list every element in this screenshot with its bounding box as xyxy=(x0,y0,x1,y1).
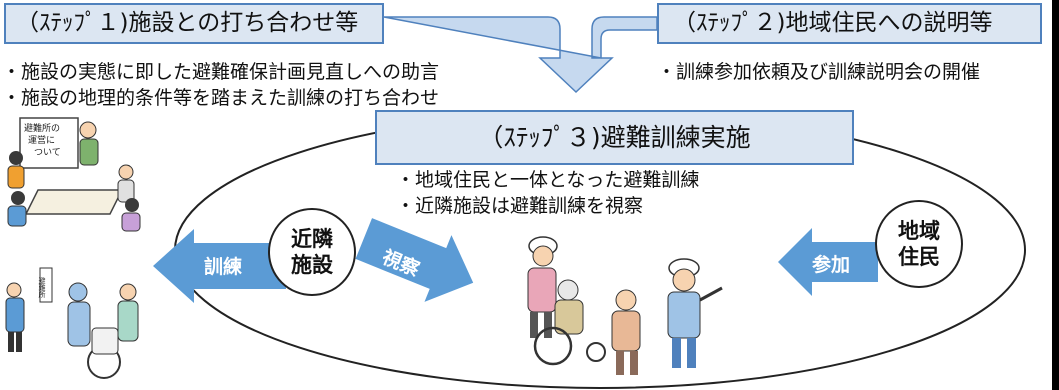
neighbor-facility-line-1: 近隣 xyxy=(291,226,333,251)
merge-arrow xyxy=(383,16,658,94)
local-residents-line-1: 地域 xyxy=(898,218,940,243)
evacuees-illustration xyxy=(527,236,723,375)
step2-title: （ｽﾃｯﾌﾟ２)地域住民への説明等 xyxy=(673,10,993,36)
step3-title: （ｽﾃｯﾌﾟ３)避難訓練実施 xyxy=(478,123,751,152)
shelter-sign-text: 避難所 xyxy=(38,276,46,299)
observe-arrow xyxy=(355,218,474,302)
meeting-board-line-1: 避難所の xyxy=(24,122,60,134)
local-residents-line-2: 住民 xyxy=(898,245,940,269)
training-arrow-label: 訓練 xyxy=(204,255,242,278)
step2-box: （ｽﾃｯﾌﾟ２)地域住民への説明等 xyxy=(657,3,1042,44)
step3-bullet-2: ・近隣施設は避難訓練を視察 xyxy=(396,195,644,217)
meeting-board-line-2: 運営に xyxy=(28,134,55,146)
step1-bullet-2: ・施設の地理的条件等を踏まえた訓練の打ち合わせ xyxy=(2,87,440,109)
local-residents-circle: 地域 住民 xyxy=(875,200,963,288)
neighbor-facility-line-2: 施設 xyxy=(291,253,333,277)
meeting-board-line-3: ついて xyxy=(34,148,61,158)
step3-box: （ｽﾃｯﾌﾟ３)避難訓練実施 xyxy=(375,110,854,165)
step1-bullet-1: ・施設の実態に即した避難確保計画見直しへの助言 xyxy=(2,61,440,83)
participate-arrow-label: 参加 xyxy=(812,253,850,276)
step1-title: （ｽﾃｯﾌﾟ１)施設との打ち合わせ等 xyxy=(16,10,359,36)
shelter-illustration: 避難所 xyxy=(5,267,139,379)
meeting-illustration: 避難所の 運営に ついて xyxy=(7,117,141,232)
step2-bullet-1: ・訓練参加依頼及び訓練説明会の開催 xyxy=(657,61,981,83)
step1-box: （ｽﾃｯﾌﾟ１)施設との打ち合わせ等 xyxy=(4,3,384,44)
participate-arrow xyxy=(778,228,878,296)
training-arrow xyxy=(153,229,286,303)
neighbor-facility-circle: 近隣 施設 xyxy=(268,208,356,296)
step3-bullet-1: ・地域住民と一体となった避難訓練 xyxy=(396,169,700,191)
